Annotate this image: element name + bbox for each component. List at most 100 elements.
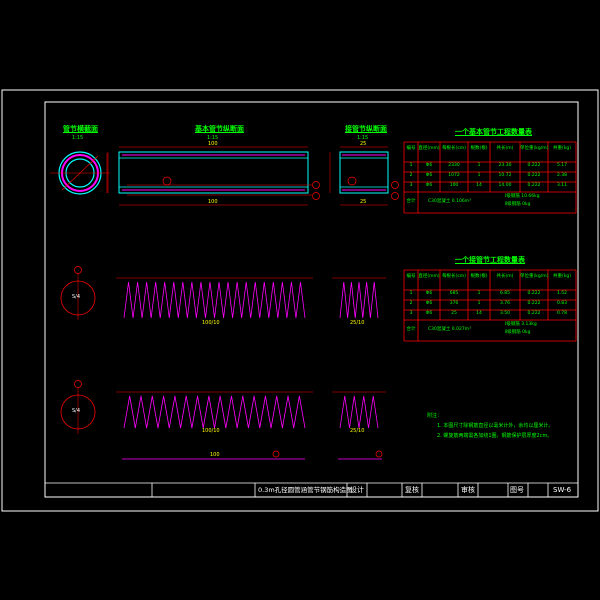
table-cell: 0.222 (527, 291, 541, 296)
table-header-cell: 根数(根) (470, 146, 488, 151)
joint-top-dim: 25 (360, 141, 367, 147)
table-cell: 0.222 (527, 183, 541, 188)
spiral-rebar-base-1 (123, 281, 306, 319)
table-header-cell: 共重(kg) (553, 274, 571, 279)
table-total-concrete: C30混凝土 0.106m³ (428, 199, 471, 204)
title-block-lines (45, 482, 578, 497)
rebar-mark-circle (272, 450, 280, 458)
table-cell: 3.50 (499, 311, 511, 316)
section-view-scale: 1:15 (72, 135, 84, 141)
table-cell: 1 (477, 301, 481, 306)
table-cell: 376 (449, 301, 459, 306)
table-cell: 3 (409, 183, 413, 188)
table-cell: 0.222 (527, 301, 541, 306)
inner-frame (44, 101, 579, 498)
table-cell: 100 (449, 183, 459, 188)
table-cell: Φ6 (425, 173, 433, 178)
drawing-no: SW-6 (553, 486, 572, 494)
spiral-section-2 (60, 380, 96, 434)
table-header-cell: 编号 (406, 146, 416, 151)
spiral1-dim: 100/10 (202, 320, 220, 326)
table-total-label: 合计 (406, 327, 416, 332)
base-elevation-title: 基本管节纵断面 (195, 125, 244, 133)
drawing-title: 0.3m孔径圆管涵管节钢筋构造图 (258, 486, 353, 494)
table-cell: 1 (477, 173, 481, 178)
table-cell: 1 (409, 163, 413, 168)
table-cell: 2 (409, 173, 413, 178)
spiral-section-1 (60, 266, 96, 320)
spiral-rebar-joint-1 (339, 281, 379, 319)
table-cell: 3.11 (556, 183, 568, 188)
table-cell: Φ6 (425, 311, 433, 316)
table-cell: 0.83 (556, 301, 568, 306)
table-total-steel-1: Ⅰ级钢筋 10.66kg (505, 194, 540, 199)
table-header-cell: 直径(mm) (418, 146, 440, 151)
table-header-cell: 单位重(kg/m) (520, 274, 549, 279)
table-header-cell: 共长(m) (496, 146, 514, 151)
outer-frame (1, 89, 599, 512)
review-label: 复核 (405, 486, 419, 494)
joint-elevation-scale: 1:15 (357, 135, 369, 141)
base-bottom-dim: 100 (208, 199, 218, 205)
approve-label: 审核 (461, 486, 475, 494)
table-total-concrete: C30混凝土 0.027m³ (428, 327, 471, 332)
table-header-cell: 共长(m) (496, 274, 514, 279)
spiral2-right-dim: 25/10 (350, 428, 365, 434)
table-cell: 10.72 (498, 173, 512, 178)
note-item-2: 2. 螺旋筋两端需各加绕1圈，钢筋保护层厚度2cm。 (437, 433, 553, 439)
table-cell: 0.222 (527, 311, 541, 316)
straight-rebar-dim: 100 (210, 452, 220, 458)
section-view-title: 管节横截面 (63, 125, 98, 133)
spiral-rebar-joint-2 (339, 395, 379, 429)
spiral2-dim: 100/10 (202, 428, 220, 434)
table-cell: 685 (449, 291, 459, 296)
table-cell: 23.30 (498, 163, 512, 168)
table-cell: 14.00 (498, 183, 512, 188)
table-cell: 3 (409, 311, 413, 316)
table-header-cell: 直径(mm) (418, 274, 440, 279)
table-header-cell: 每根长(cm) (442, 274, 466, 279)
table-cell: 1 (409, 291, 413, 296)
table-title: 一个接管节工程数量表 (455, 256, 525, 264)
table-cell: 3.76 (499, 301, 511, 306)
notes-heading: 附注： (427, 413, 443, 419)
joint-elevation-title: 接管节纵断面 (345, 125, 387, 133)
table-cell: Φ6 (425, 163, 433, 168)
spiral-rebar-group (116, 277, 386, 429)
joint-bottom-dim: 25 (360, 199, 367, 205)
circle-label-1: S/4 (72, 294, 81, 300)
table-title: 一个基本管节工程数量表 (455, 128, 532, 136)
pipe-cross-section (50, 151, 110, 195)
table-cell: 0.78 (556, 311, 568, 316)
table-cell: 1 (477, 163, 481, 168)
table-header-cell: 编号 (406, 274, 416, 279)
table-cell: 0.222 (527, 173, 541, 178)
table-cell: 5.17 (556, 163, 568, 168)
table-cell: 14 (476, 183, 482, 188)
table-cell: 2330 (448, 163, 460, 168)
table-total-label: 合计 (406, 199, 416, 204)
base-pipe-elevation (107, 146, 320, 206)
table-header-cell: 单位重(kg/m) (520, 146, 549, 151)
note-item-1: 1. 本图尺寸除钢筋直径以毫米计外，余均以厘米计。 (437, 423, 554, 429)
table-cell: Φ6 (425, 183, 433, 188)
table-cell: 6.85 (499, 291, 511, 296)
table-cell: 2.38 (556, 173, 568, 178)
quantity-tables-grid (403, 141, 577, 342)
base-top-dim: 100 (208, 141, 218, 147)
table-cell: Φ6 (425, 291, 433, 296)
table-cell: Φ6 (425, 301, 433, 306)
table-cell: 14 (476, 311, 482, 316)
table-total-steel-2: Ⅱ级钢筋 0kg (505, 202, 531, 207)
table-cell: 2 (409, 301, 413, 306)
table-cell: 1072 (448, 173, 460, 178)
table-header-cell: 每根长(cm) (442, 146, 466, 151)
table-total-steel-2: Ⅱ级钢筋 0kg (505, 330, 531, 335)
base-elevation-scale: 1:15 (207, 135, 219, 141)
table-header-cell: 共重(kg) (553, 146, 571, 151)
design-label: 设计 (350, 486, 364, 494)
table-cell: 1.52 (556, 291, 568, 296)
table-cell: 0.222 (527, 163, 541, 168)
drawing-no-label: 图号 (510, 486, 524, 494)
